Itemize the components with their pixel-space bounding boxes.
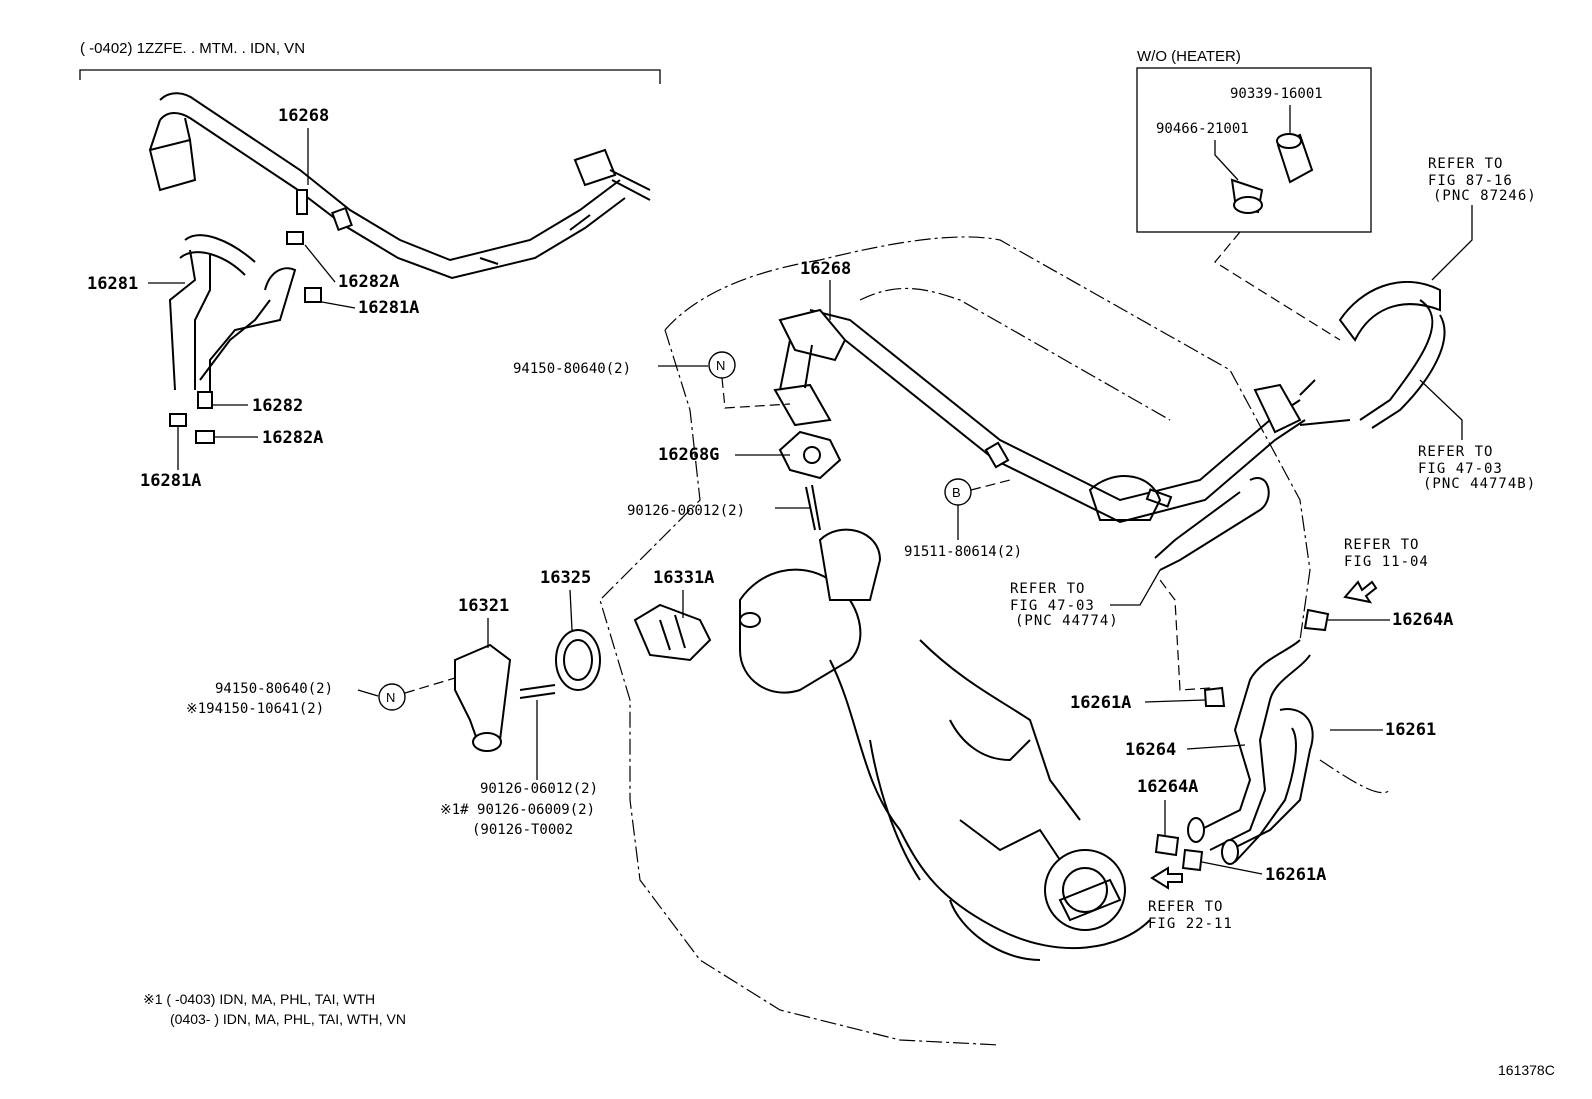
heater-box-title: W/O (HEATER): [1137, 48, 1241, 65]
b-marker-text: B: [952, 485, 961, 500]
clamp-16264A-a: [1303, 608, 1330, 632]
ref-47-line3: (PNC 44774): [1015, 613, 1119, 629]
ref-47b-line1: REFER TO: [1418, 444, 1493, 460]
label-16282A-b: 16282A: [262, 428, 323, 448]
pipe-flange-main: [773, 383, 832, 427]
ref-22-line2: FIG 22-11: [1148, 916, 1233, 932]
inset-pipe-assembly: [148, 92, 651, 280]
label-90339: 90339-16001: [1230, 86, 1323, 102]
heater-box: [1136, 67, 1372, 233]
ref-11-line1: REFER TO: [1344, 537, 1419, 553]
label-16264A-b: 16264A: [1137, 777, 1198, 797]
ref-87-line3: (PNC 87246): [1433, 188, 1537, 204]
heater-hoses: [1154, 281, 1446, 571]
label-194150: ※194150-10641(2): [186, 701, 324, 717]
figure-id: 161378C: [1498, 1062, 1555, 1078]
label-16325: 16325: [540, 568, 591, 588]
ref-47-line1: REFER TO: [1010, 581, 1085, 597]
header-bracket: [79, 69, 661, 84]
label-94150-n2: 94150-80640(2): [215, 681, 333, 697]
footnote-1: ※1 ( -0403) IDN, MA, PHL, TAI, WTH: [143, 991, 375, 1007]
gasket-16325: [555, 629, 601, 691]
clamp-16264A-b: [1154, 833, 1180, 857]
ref-47b-line3: (PNC 44774B): [1423, 476, 1536, 492]
thermostat-group: [454, 430, 842, 752]
n-marker-2-text: N: [386, 690, 395, 705]
label-16282: 16282: [252, 396, 303, 416]
ref-87-line2: FIG 87-16: [1428, 173, 1513, 189]
label-16261A-b: 16261A: [1265, 865, 1326, 885]
label-90126-c: ※1# 90126-06009(2): [440, 802, 595, 818]
label-16268-top: 16268: [278, 106, 329, 126]
clamp-16282A-a: [286, 231, 304, 245]
label-91511: 91511-80614(2): [904, 544, 1022, 560]
arrow-ref-11: [1343, 580, 1378, 604]
gasket-16268G: [778, 430, 842, 480]
label-16281A-b: 16281A: [140, 471, 201, 491]
water-inlet-housing: [818, 528, 882, 601]
label-16264: 16264: [1125, 740, 1176, 760]
main-pipe-assembly: [773, 308, 1351, 524]
pipe-clip-main: [984, 441, 1010, 469]
label-90126-d: (90126-T0002: [472, 822, 573, 838]
label-90126-a: 90126-06012(2): [627, 503, 745, 519]
hose-end-16264: [1187, 817, 1205, 843]
arrow-ref-22: [1150, 866, 1183, 890]
pipe-clip: [331, 206, 353, 232]
clamp-16282A-b: [195, 430, 215, 444]
label-90466: 90466-21001: [1156, 121, 1249, 137]
pipe-bracket-main: [778, 308, 847, 362]
thermostat-16331A: [633, 603, 712, 662]
ref-47b-line2: FIG 47-03: [1418, 461, 1503, 477]
ref-11-line2: FIG 11-04: [1344, 554, 1429, 570]
hose-end-16261: [1221, 839, 1239, 865]
pipe-stub: [296, 189, 308, 215]
pipe-bracket: [573, 148, 617, 187]
label-16282A-a: 16282A: [338, 272, 399, 292]
label-16331A: 16331A: [653, 568, 714, 588]
label-16281A-a: 16281A: [358, 298, 419, 318]
ref-47-line2: FIG 47-03: [1010, 598, 1095, 614]
engine-outline: [599, 236, 1391, 1046]
header-range: ( -0402) 1ZZFE. . MTM. . IDN, VN: [80, 40, 305, 57]
label-90126-b: 90126-06012(2): [480, 781, 598, 797]
label-94150-n1: 94150-80640(2): [513, 361, 631, 377]
n-marker-2: [378, 683, 406, 711]
inset-hoses: [168, 231, 322, 444]
ref-22-line1: REFER TO: [1148, 899, 1223, 915]
clamp-16261A-b: [1181, 848, 1204, 872]
label-16261A-a: 16261A: [1070, 693, 1131, 713]
label-16264A-a: 16264A: [1392, 610, 1453, 630]
label-16268-main: 16268: [800, 259, 851, 279]
n-marker-1-text: N: [716, 358, 725, 373]
clamp-16261A-a: [1203, 686, 1226, 707]
label-16321: 16321: [458, 596, 509, 616]
label-16268G: 16268G: [658, 445, 719, 465]
clamp-16281A-a: [304, 287, 322, 303]
pipe-flange: [148, 138, 197, 192]
pipe-end-bracket: [1253, 383, 1302, 434]
ref-87-line1: REFER TO: [1428, 156, 1503, 172]
hose-end-16282: [197, 391, 213, 409]
label-16281: 16281: [87, 274, 138, 294]
footnote-2: (0403- ) IDN, MA, PHL, TAI, WTH, VN: [170, 1011, 406, 1027]
housing-boss: [739, 612, 761, 628]
radiator-hoses: [1154, 608, 1330, 872]
clamp-16281A-b: [169, 413, 187, 427]
label-16261: 16261: [1385, 720, 1436, 740]
